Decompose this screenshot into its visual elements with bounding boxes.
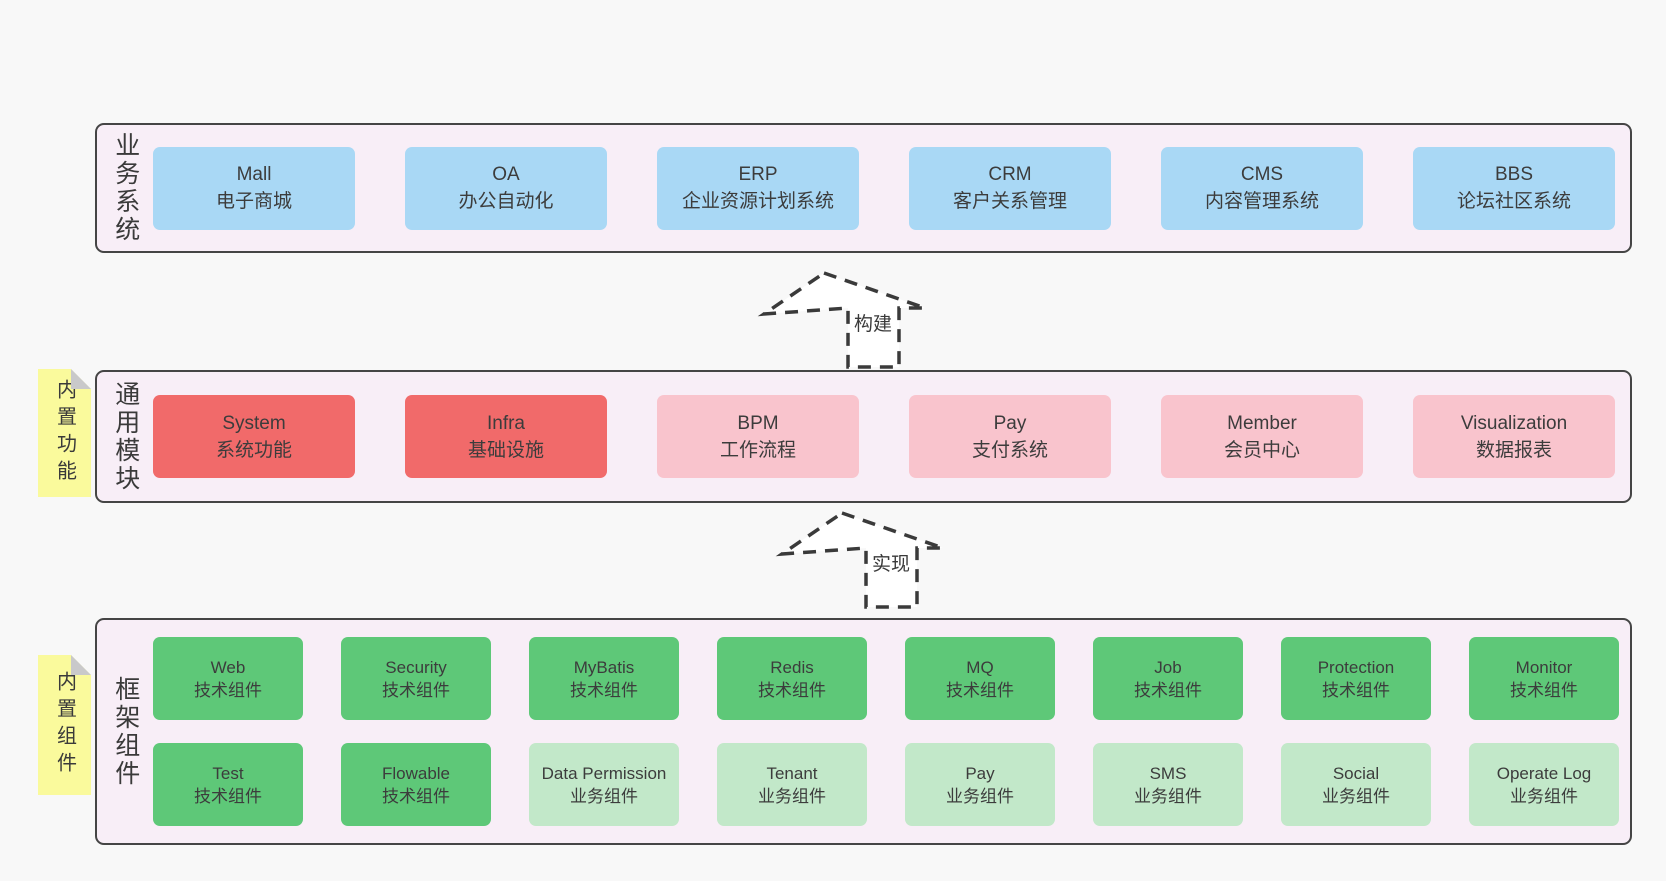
band-business-systems: 业务系统 Mall 电子商城 OA 办公自动化 ERP 企业资源计划系统 CRM… [95, 123, 1632, 253]
note-fold-corner [71, 369, 91, 389]
box-erp: ERP 企业资源计划系统 [657, 146, 859, 230]
box-protection: Protection 技术组件 [1281, 637, 1431, 720]
box-mall: Mall 电子商城 [153, 146, 355, 230]
box-visualization: Visualization 数据报表 [1413, 395, 1615, 478]
box-tenant: Tenant 业务组件 [717, 743, 867, 826]
box-bbs: BBS 论坛社区系统 [1413, 146, 1615, 230]
components-row-1: Web 技术组件 Security 技术组件 MyBatis 技术组件 Redi… [153, 637, 1619, 720]
band-vertical-label: 通用模块 [111, 380, 140, 493]
box-bpm: BPM 工作流程 [657, 395, 859, 478]
box-pay-module: Pay 支付系统 [909, 395, 1111, 478]
sticky-note-built-in-components: 内置组件 [38, 655, 91, 795]
box-crm: CRM 客户关系管理 [909, 146, 1111, 230]
note-fold-corner [71, 655, 91, 675]
note-label: 内置组件 [53, 671, 76, 779]
business-box-row: Mall 电子商城 OA 办公自动化 ERP 企业资源计划系统 CRM 客户关系… [153, 125, 1630, 251]
box-job: Job 技术组件 [1093, 637, 1243, 720]
box-mq: MQ 技术组件 [905, 637, 1055, 720]
band-framework-components: 框架组件 Web 技术组件 Security 技术组件 MyBatis 技术组件… [95, 618, 1632, 845]
box-operate-log: Operate Log 业务组件 [1469, 743, 1619, 826]
box-flowable: Flowable 技术组件 [341, 743, 491, 826]
arrow-build-label: 构建 [850, 308, 896, 337]
band-common-modules: 通用模块 System 系统功能 Infra 基础设施 BPM 工作流程 Pay… [95, 370, 1632, 503]
arrow-build: 构建 [757, 270, 927, 370]
band-vertical-label: 框架组件 [111, 675, 140, 788]
box-member: Member 会员中心 [1161, 395, 1363, 478]
box-mybatis: MyBatis 技术组件 [529, 637, 679, 720]
components-row-2: Test 技术组件 Flowable 技术组件 Data Permission … [153, 743, 1619, 826]
box-social: Social 业务组件 [1281, 743, 1431, 826]
box-security: Security 技术组件 [341, 637, 491, 720]
arrow-implement: 实现 [775, 510, 945, 610]
box-oa: OA 办公自动化 [405, 146, 607, 230]
box-sms: SMS 业务组件 [1093, 743, 1243, 826]
note-label: 内置功能 [53, 379, 76, 487]
box-web: Web 技术组件 [153, 637, 303, 720]
modules-box-row: System 系统功能 Infra 基础设施 BPM 工作流程 Pay 支付系统… [153, 372, 1630, 501]
box-infra: Infra 基础设施 [405, 395, 607, 478]
sticky-note-built-in-features: 内置功能 [38, 369, 91, 497]
components-box-grid: Web 技术组件 Security 技术组件 MyBatis 技术组件 Redi… [153, 620, 1633, 843]
box-pay-component: Pay 业务组件 [905, 743, 1055, 826]
dashed-up-arrow-icon [775, 511, 944, 609]
box-monitor: Monitor 技术组件 [1469, 637, 1619, 720]
box-system: System 系统功能 [153, 395, 355, 478]
box-redis: Redis 技术组件 [717, 637, 867, 720]
box-test: Test 技术组件 [153, 743, 303, 826]
box-data-permission: Data Permission 业务组件 [529, 743, 679, 826]
box-cms: CMS 内容管理系统 [1161, 146, 1363, 230]
band-vertical-label: 业务系统 [111, 132, 140, 244]
dashed-up-arrow-icon [757, 271, 926, 369]
arrow-implement-label: 实现 [868, 548, 914, 577]
